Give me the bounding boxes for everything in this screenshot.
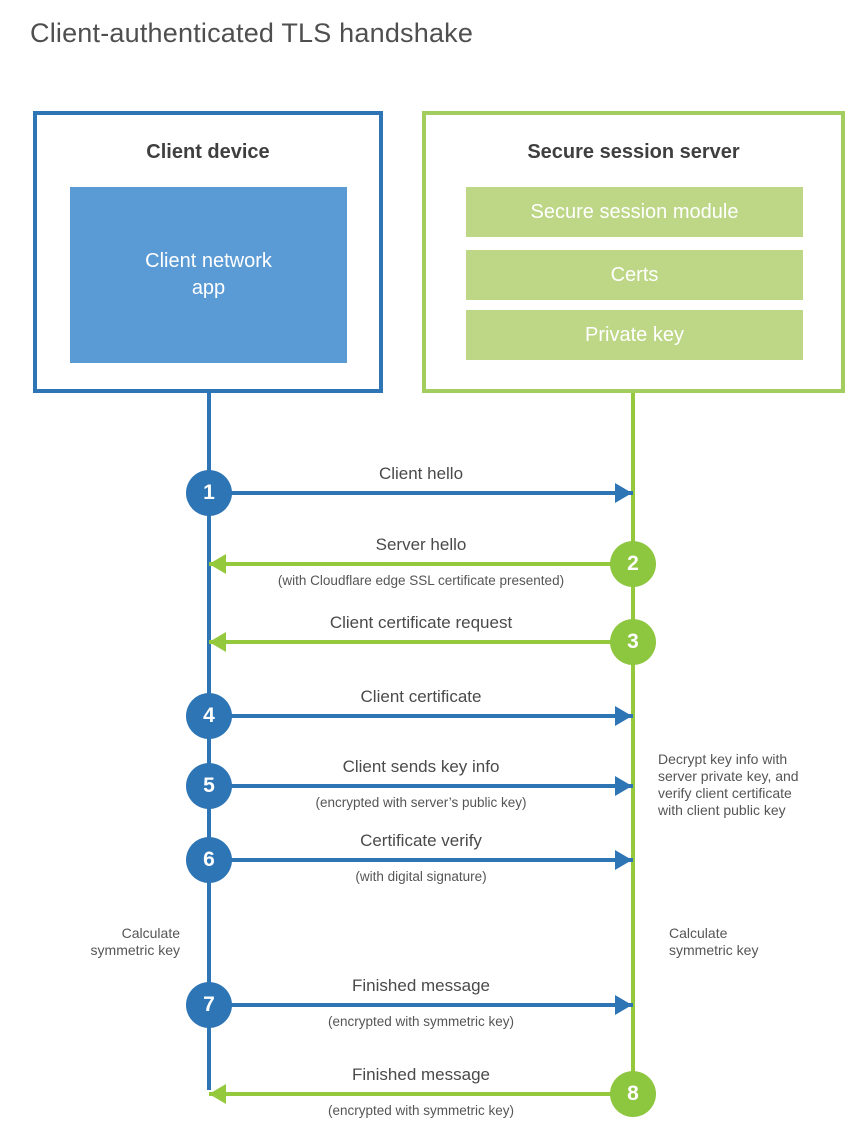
step-6-sublabel: (with digital signature) xyxy=(355,869,487,884)
step-3-arrow-line xyxy=(209,640,633,644)
server-lifeline xyxy=(631,393,635,1094)
step-3-arrowhead-left-icon xyxy=(209,632,226,652)
step-3-label: Client certificate request xyxy=(329,613,513,632)
step-3-sublabel xyxy=(209,651,633,667)
decrypt-key-info-note: Decrypt key info with server private key… xyxy=(658,751,843,819)
client-network-app-box: Client network app xyxy=(70,187,347,363)
handshake-step-8: 8 Finished message (encrypted with symme… xyxy=(0,1065,865,1118)
calculate-symmetric-key-note-server: Calculate symmetric key xyxy=(669,925,809,959)
step-1-label: Client hello xyxy=(378,464,464,483)
step-7-number-badge: 7 xyxy=(186,982,232,1028)
handshake-step-2: 2 Server hello (with Cloudflare edge SSL… xyxy=(0,535,865,588)
decrypt-note-line-1: Decrypt key info with xyxy=(658,751,788,767)
step-6-arrowhead-right-icon xyxy=(615,850,632,870)
step-4-sublabel xyxy=(209,725,633,741)
step-2-arrowhead-left-icon xyxy=(209,554,226,574)
decrypt-note-line-2: server private key, and xyxy=(658,768,799,784)
handshake-step-4: 4 Client certificate xyxy=(0,687,865,741)
step-8-label: Finished message xyxy=(352,1065,490,1084)
step-1-sublabel xyxy=(209,502,633,518)
private-key-bar: Private key xyxy=(466,310,803,360)
calculate-symmetric-key-note-client: Calculate symmetric key xyxy=(40,925,180,959)
decrypt-note-line-3: verify client certificate xyxy=(658,785,792,801)
step-7-arrow-line xyxy=(209,1003,633,1007)
client-device-box: Client device Client network app xyxy=(33,111,383,393)
calc-left-line-1: Calculate xyxy=(121,925,180,941)
step-2-number-badge: 2 xyxy=(610,541,656,587)
step-5-arrow-line xyxy=(209,784,633,788)
step-7-sublabel: (encrypted with symmetric key) xyxy=(327,1014,515,1029)
handshake-step-7: 7 Finished message (encrypted with symme… xyxy=(0,976,865,1029)
handshake-step-5: 5 Client sends key info (encrypted with … xyxy=(0,757,865,810)
step-1-arrowhead-right-icon xyxy=(615,483,632,503)
step-5-sublabel: (encrypted with server’s public key) xyxy=(315,795,527,810)
step-3-number-badge: 3 xyxy=(610,619,656,665)
step-7-arrowhead-right-icon xyxy=(615,995,632,1015)
certs-bar: Certs xyxy=(466,250,803,300)
step-2-sublabel: (with Cloudflare edge SSL certificate pr… xyxy=(277,573,565,588)
step-6-label: Certificate verify xyxy=(360,831,482,850)
step-4-arrowhead-right-icon xyxy=(615,706,632,726)
step-8-sublabel: (encrypted with symmetric key) xyxy=(327,1103,515,1118)
client-lifeline xyxy=(207,393,211,1090)
step-2-label: Server hello xyxy=(375,535,467,554)
step-2-arrow-line xyxy=(209,562,633,566)
step-6-arrow-line xyxy=(209,858,633,862)
handshake-step-6: 6 Certificate verify (with digital signa… xyxy=(0,831,865,884)
client-network-app-label: Client network app xyxy=(145,250,272,299)
step-7-label: Finished message xyxy=(352,976,490,995)
step-1-number-badge: 1 xyxy=(186,470,232,516)
handshake-step-1: 1 Client hello xyxy=(0,464,865,518)
secure-session-server-box: Secure session server Secure session mod… xyxy=(422,111,845,393)
step-1-arrow-line xyxy=(209,491,633,495)
step-8-number-badge: 8 xyxy=(610,1071,656,1117)
calc-right-line-1: Calculate xyxy=(669,925,728,941)
calc-right-line-2: symmetric key xyxy=(669,942,759,958)
step-5-arrowhead-right-icon xyxy=(615,776,632,796)
step-5-number-badge: 5 xyxy=(186,763,232,809)
secure-session-server-title: Secure session server xyxy=(527,141,740,163)
calc-left-line-2: symmetric key xyxy=(90,942,180,958)
step-4-number-badge: 4 xyxy=(186,693,232,739)
step-4-label: Client certificate xyxy=(360,687,482,706)
step-4-arrow-line xyxy=(209,714,633,718)
step-6-number-badge: 6 xyxy=(186,837,232,883)
secure-session-module-bar: Secure session module xyxy=(466,187,803,237)
step-8-arrow-line xyxy=(209,1092,633,1096)
step-5-label: Client sends key info xyxy=(342,757,500,776)
handshake-step-3: 3 Client certificate request xyxy=(0,613,865,667)
client-device-title: Client device xyxy=(146,141,270,163)
decrypt-note-line-4: with client public key xyxy=(658,802,786,818)
page-title: Client-authenticated TLS handshake xyxy=(30,18,474,48)
step-8-arrowhead-left-icon xyxy=(209,1084,226,1104)
